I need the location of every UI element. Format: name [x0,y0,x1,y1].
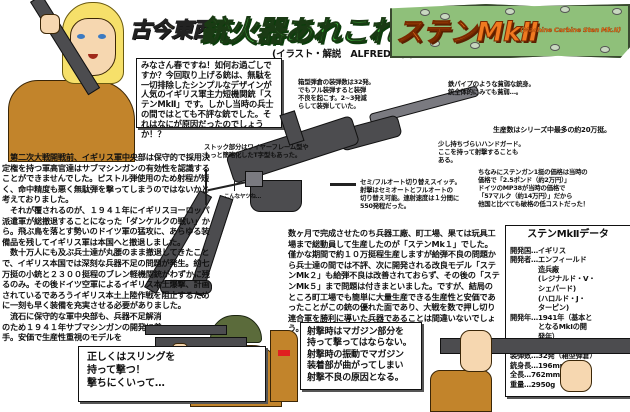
handguard-note: 少し持ちづらいハンドガード。 ここを持って射撃することも ある。 [438,140,525,164]
spec-row: 銃身長…196mm [510,360,567,370]
rivet-icon [505,8,515,15]
series-title-part: 古今 [130,18,173,43]
girl-character-illustration [0,0,135,162]
author-credit: (イラスト・解説 ALFRED少尉) [272,49,414,60]
history-paragraph: 流石に保守的な軍中央部も、兵器不足解消のため１９４１年サブマシンガンの開発に着手… [2,310,162,343]
selector-switch-note: セミ/フルオート切り替えスイッチ。 射撃はセミオートとフルオートの 切り替え可能… [360,178,461,210]
spec-row: (ハロルド・J・ [510,293,586,303]
sling-callout-bubble: 正しくはスリングを 持って撃つ！ 撃ちにくいって… [78,346,266,402]
rivet-icon [600,46,610,53]
history-paragraph: 第二次大戦開戦前、イギリス軍中央部は保守的で採用決定権を持つ軍高官達はサブマシン… [2,152,210,205]
rivet-icon [440,13,450,20]
rivet-icon [550,44,560,51]
series-title: 古今東西 [130,14,214,44]
history-left-text: 第二次大戦開戦前、イギリス軍中央部は保守的で採用決定権を持つ軍高官達はサブマシン… [2,152,214,343]
magazine-note: 箱型弾倉の装弾数は32発。 でもフル装弾すると装弾 不良を起こす。2~3発減 ら… [298,78,375,110]
spec-title: ステンMkⅡデータ [527,229,609,240]
magazine-grip-callout-bubble: 射撃時はマガジン部分を 持って撃ってはならない。 射撃時の振動でマガジン 装着部… [300,322,422,390]
stock-caption: こんなヤツね… [224,194,262,200]
red-arrow-icon [278,350,290,356]
spec-data-box: ステンMkⅡデータ 開発国…イギリス 開発者…エンフィールド 造兵廠 (レジナル… [505,225,630,397]
main-title: 銃火器あれこれ [199,14,397,49]
hands-holding-gun-illustration [410,330,630,412]
stock-note: ストック部分はワイヤーフレーム型や もっと簡略化したT字型もあった。 [204,143,309,159]
spec-row: 重量…2950g [510,379,556,389]
soldier-partial-illustration [270,320,300,402]
barrel-note: 鉄パイプのような貧弱な銃身。 銃全体的にみても貧弱…。 [448,80,535,96]
production-note: 生産数はシリーズ中最多の約20万挺。 [493,126,611,134]
rivet-icon [560,6,570,13]
series-title-part: 東 [171,18,193,43]
rivet-icon [430,40,440,47]
history-paragraph: それが覆されるのが、１９４１年にイギリスヨーロッパ派遣軍が総撤退することになった… [2,204,210,247]
spec-row: ターピン) [510,303,569,313]
spec-row: 全長…762mm [510,370,560,380]
spec-row: となるMkⅠの開 [510,322,587,332]
arrow-left-icon [330,183,356,186]
spec-row: 装弾数…32発（箱型弾倉） [510,351,597,361]
spec-row: シェパード) [510,283,576,293]
spec-row: 造兵廠 [510,264,559,274]
plate-title: ステンMkⅡ [395,17,539,49]
spec-row: (レジナルド・V・ [510,274,596,284]
rivet-icon [420,9,430,16]
price-note: ちなみにステンガン1挺の価格は当時の 価格で「2.5ポンド（約2万円）」 ドイツ… [478,168,589,208]
spec-row: 開発者…エンフィールド [510,255,587,265]
rivet-icon [612,8,622,15]
spec-row: 発年） [510,331,559,341]
t-stock-sketch [205,165,265,215]
series-title-part: 西 [192,18,214,43]
spec-row: 開発年…1941年（基本と [510,312,593,322]
intro-speech-bubble: みなさん春ですね！如何お過ごしですか？今回取り上げる銃は、無駄を一切排除したシン… [136,58,282,138]
spec-row: 開発国…イギリス [510,245,566,255]
rivet-icon [470,42,480,49]
arrow-up-icon [234,181,235,191]
plate-subtitle: (Machine Carbine Sten Mk.II) [520,26,621,34]
history-right-text: 数ヶ月で完成させたのち兵器工廠、町工場、果ては玩具工場まで総動員して生産したのが… [288,228,500,334]
history-paragraph: 数十万人にも及ぶ兵士達が丸腰のまま撤退してきたことで、イギリス本国では深刻な兵器… [2,247,210,311]
